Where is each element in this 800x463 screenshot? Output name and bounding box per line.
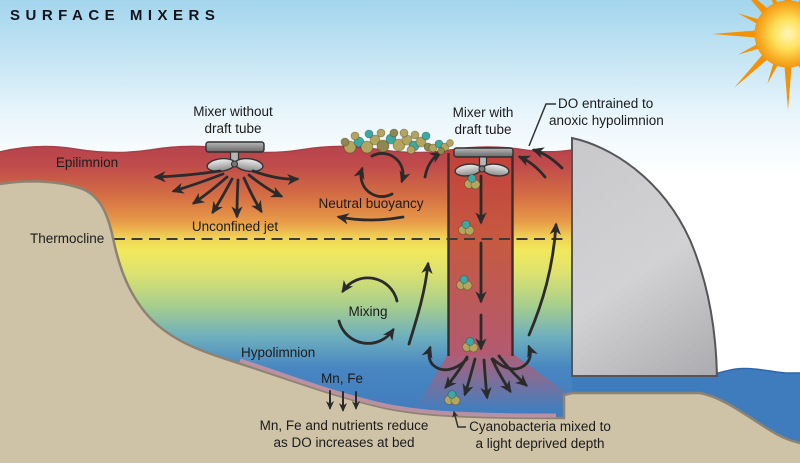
- mn-fe-arrows: [325, 390, 361, 412]
- do-entrained-pointer: [528, 103, 556, 147]
- unconfined-jet-arrows: [153, 169, 300, 219]
- propeller-icon: [206, 157, 264, 173]
- sun-icon: [712, 0, 800, 110]
- oxygenated-bed-layer: [239, 358, 557, 418]
- float-platform: [453, 147, 514, 158]
- cyanobacteria-clumps: [444, 174, 481, 406]
- mixer-shaft: [478, 156, 488, 167]
- mixer-with-draft-tube: [453, 147, 514, 177]
- sediment-bed: [0, 180, 800, 463]
- neutral-buoyancy-arrows: [336, 152, 411, 225]
- mixing-arrows: [337, 276, 399, 345]
- float-platform: [205, 141, 265, 153]
- return-flow-arrows: [407, 147, 564, 346]
- intake-algae-clump: [428, 139, 454, 155]
- cyanobacteria-pointer: [452, 410, 466, 428]
- tube-outflow-arrows: [421, 344, 538, 400]
- dam: [571, 136, 719, 377]
- propeller-icon: [454, 163, 510, 177]
- algae-bloom: [340, 128, 433, 155]
- mixer-without-draft-tube: [205, 141, 265, 173]
- water-surface-line: [0, 145, 573, 154]
